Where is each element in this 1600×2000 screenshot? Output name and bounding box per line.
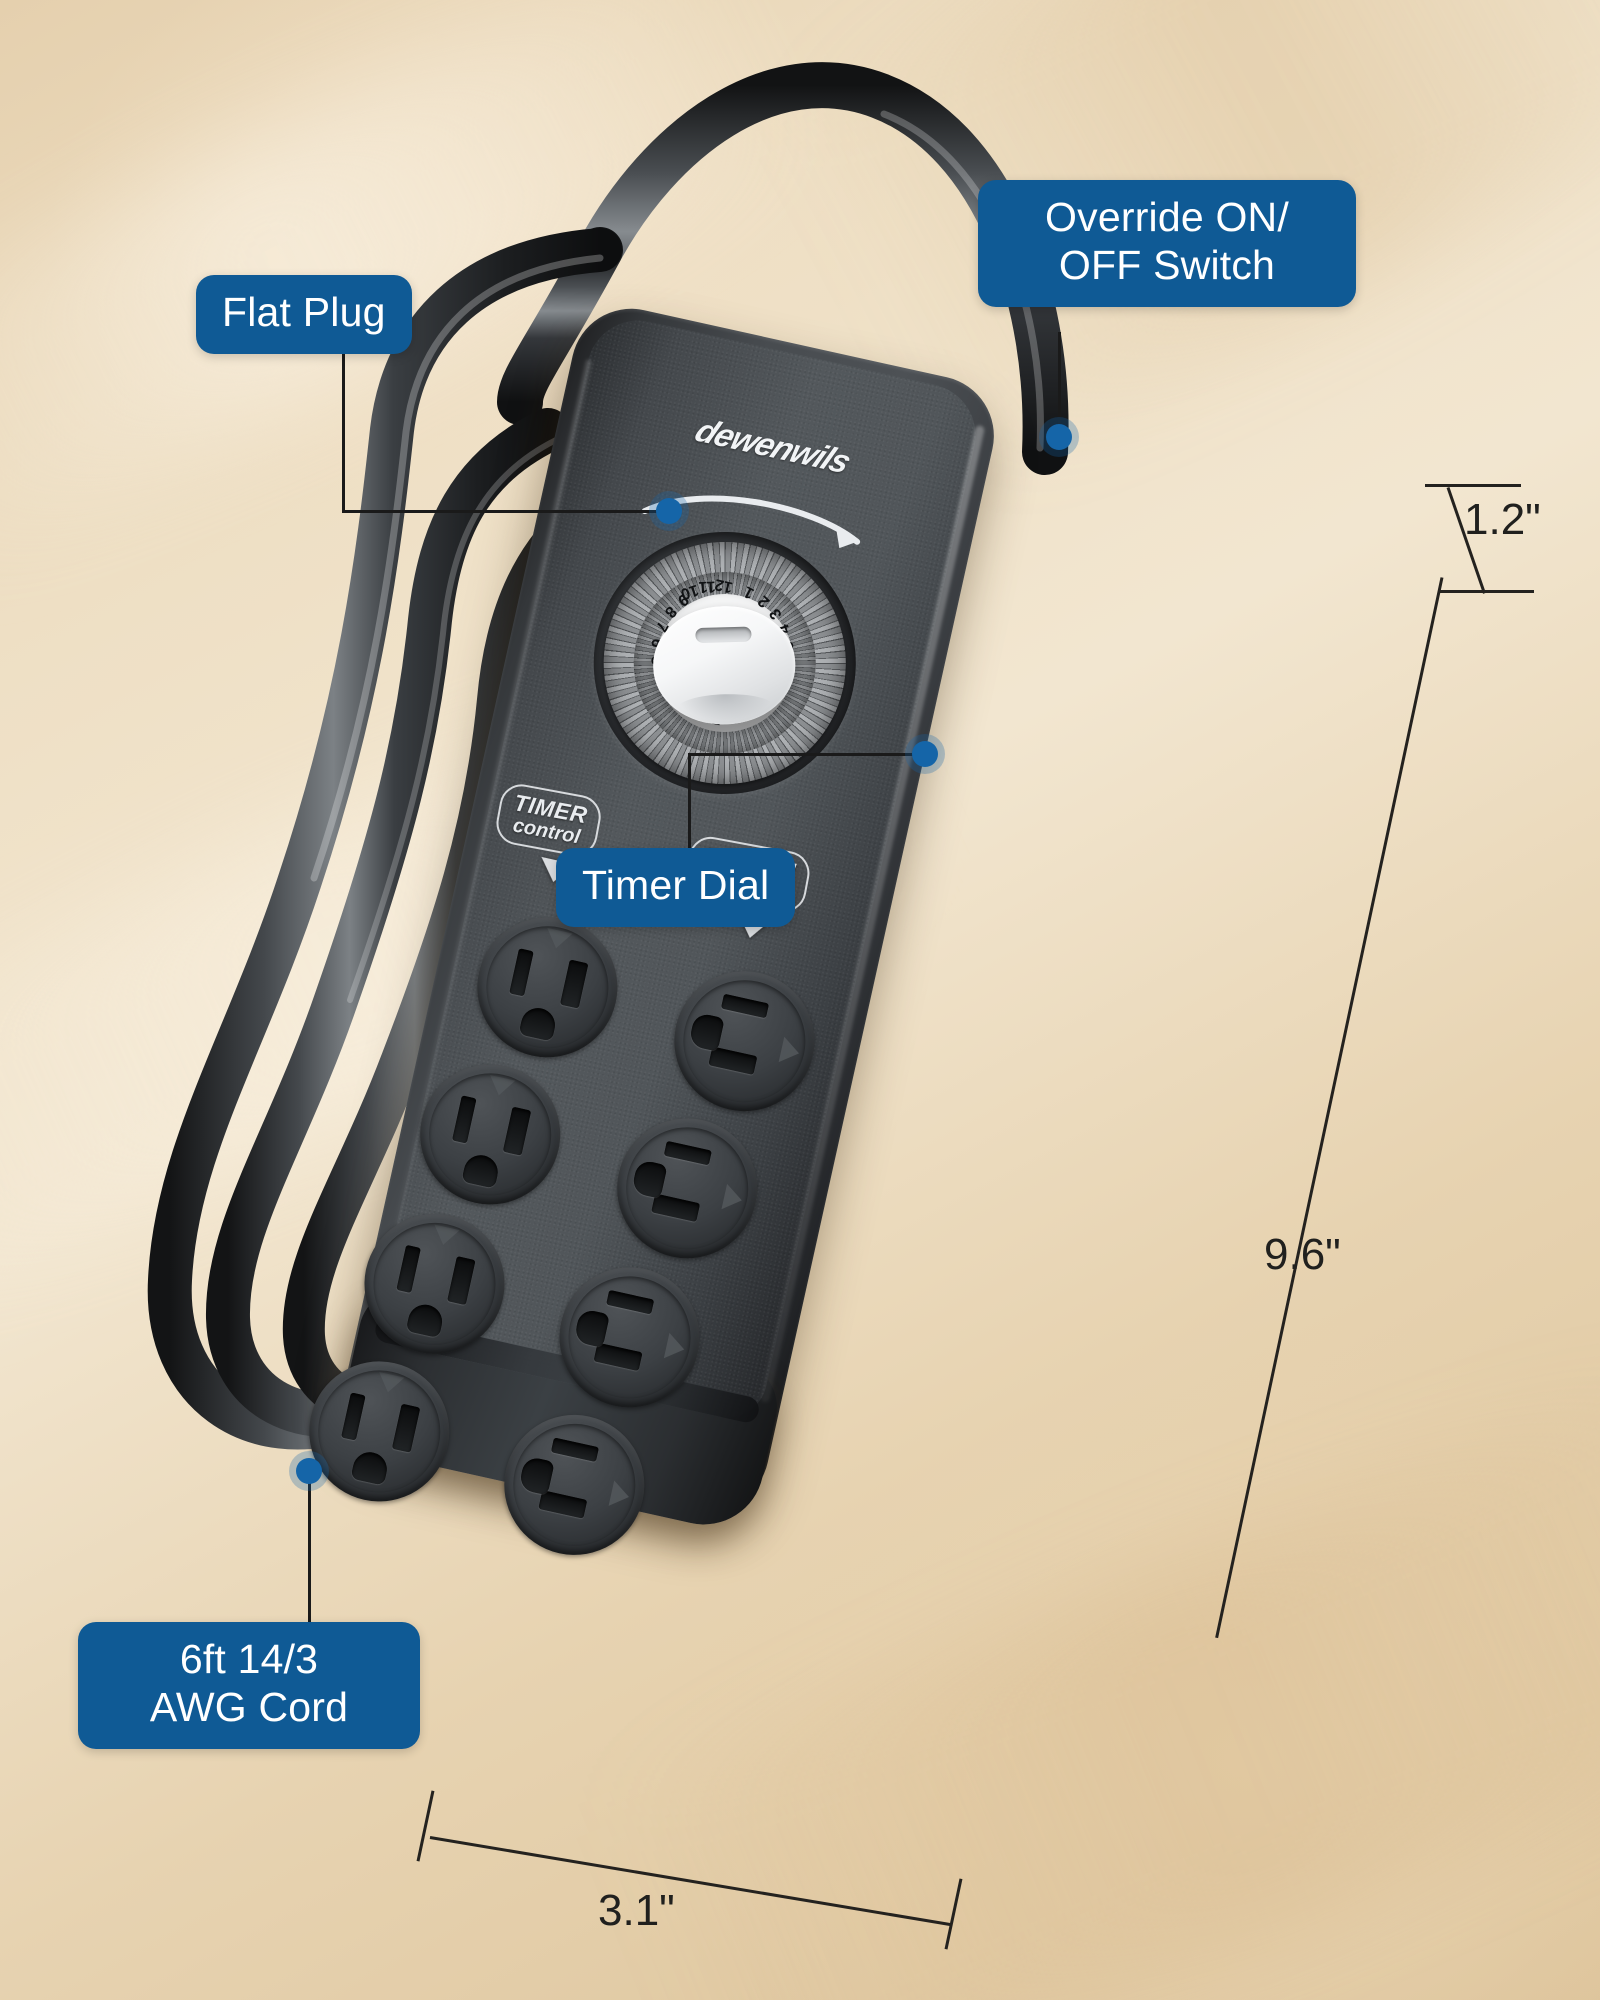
leader-line-override-switch <box>1058 332 1061 432</box>
dimension-length: 9.6" <box>1264 1230 1341 1279</box>
leader-line-flat-plug <box>342 510 672 513</box>
callout-timer-dial: Timer Dial <box>556 848 796 927</box>
leader-line-awg-cord <box>308 1472 311 1624</box>
dial-knob-slot <box>695 626 752 644</box>
callout-dot-flat-plug <box>656 498 682 524</box>
callout-dot-override-switch <box>1046 424 1072 450</box>
callout-flat-plug: Flat Plug <box>196 275 412 354</box>
dimension-width: 3.1" <box>598 1886 675 1935</box>
dimension-height: 1.2" <box>1464 495 1541 544</box>
callout-awg-cord: 6ft 14/3 AWG Cord <box>78 1622 420 1749</box>
leader-line-flat-plug <box>342 352 345 512</box>
timer-dial[interactable]: 123456789101112123456789101112 <box>568 506 882 820</box>
dim-cap-height-top <box>1425 484 1521 487</box>
dim-cap-height-bottom <box>1438 590 1534 593</box>
callout-override-switch: Override ON/ OFF Switch <box>978 180 1356 307</box>
callout-dot-timer-dial <box>912 741 938 767</box>
callout-dot-awg-cord <box>296 1458 322 1484</box>
leader-line-timer-dial <box>688 755 691 851</box>
leader-line-timer-dial <box>688 753 928 756</box>
dial-hour-label: 12 <box>713 575 735 596</box>
